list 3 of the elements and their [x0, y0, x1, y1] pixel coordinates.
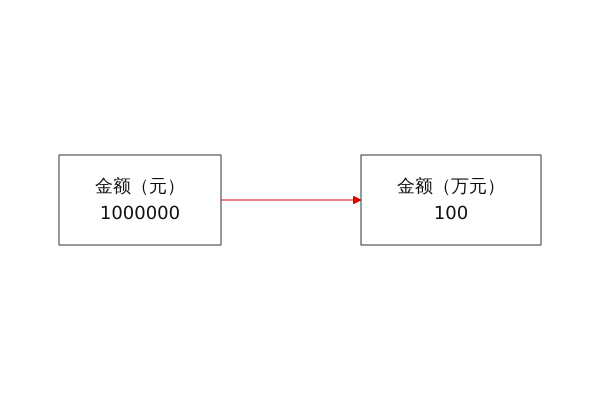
arrow	[220, 196, 362, 204]
node-box: 金额（万元） 100	[360, 154, 542, 246]
node-box: 金额（元） 1000000	[58, 154, 222, 246]
